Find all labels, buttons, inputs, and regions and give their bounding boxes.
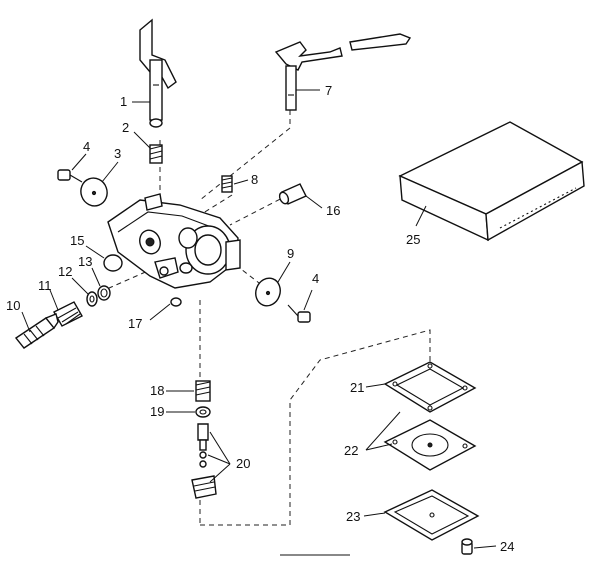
part-13-o-ring [97, 285, 111, 301]
part-7-choke-shaft [274, 33, 412, 111]
callout-7: 7 [325, 83, 332, 98]
callout-18: 18 [150, 383, 164, 398]
part-12-washer [86, 291, 98, 307]
part-17-plug [170, 297, 182, 307]
part-9-choke-disc [255, 277, 281, 307]
assembly-lines [99, 110, 431, 526]
callout-23: 23 [346, 509, 360, 524]
part-16-fitting [278, 183, 307, 205]
callout-12: 12 [58, 264, 72, 279]
callout-11: 11 [38, 278, 52, 293]
callout-22: 22 [344, 443, 358, 458]
part-2-spring [149, 144, 163, 164]
callout-20: 20 [236, 456, 250, 471]
part-1-throttle-shaft [139, 18, 177, 128]
part-8-spring [221, 175, 233, 193]
callout-10: 10 [6, 298, 20, 313]
carburetor-body [107, 193, 241, 289]
part-21-gasket [383, 361, 477, 413]
callout-16: 16 [326, 203, 340, 218]
part-18-spring [195, 380, 211, 402]
callout-21: 21 [350, 380, 364, 395]
part-11-spring [53, 301, 83, 327]
callout-8: 8 [251, 172, 258, 187]
callout-15: 15 [70, 233, 84, 248]
callout-24: 24 [500, 539, 514, 554]
callout-labels: 1 2 3 4 4 7 8 9 10 11 12 13 15 16 17 18 … [6, 83, 514, 554]
callout-2: 2 [122, 120, 129, 135]
part-25-repair-kit-box [398, 121, 585, 242]
part-22-diaphragm [383, 419, 477, 471]
part-10-adjusting-needle [14, 313, 59, 349]
leader-lines [21, 89, 497, 549]
callout-25: 25 [406, 232, 420, 247]
callout-1: 1 [120, 94, 127, 109]
callout-9: 9 [287, 246, 294, 261]
callout-4-upper: 4 [83, 139, 90, 154]
part-19-washer [195, 406, 211, 418]
part-23-cover [383, 489, 480, 541]
callout-3: 3 [114, 146, 121, 161]
part-4-screw-upper [57, 169, 83, 183]
callout-19: 19 [150, 404, 164, 419]
callout-13: 13 [78, 254, 92, 269]
callout-4-lower: 4 [312, 271, 319, 286]
part-24-screw [461, 538, 473, 555]
part-4-screw-lower [287, 304, 311, 323]
part-15-welch-plug [103, 254, 123, 272]
callout-17: 17 [128, 316, 142, 331]
part-3-throttle-disc [80, 177, 108, 207]
